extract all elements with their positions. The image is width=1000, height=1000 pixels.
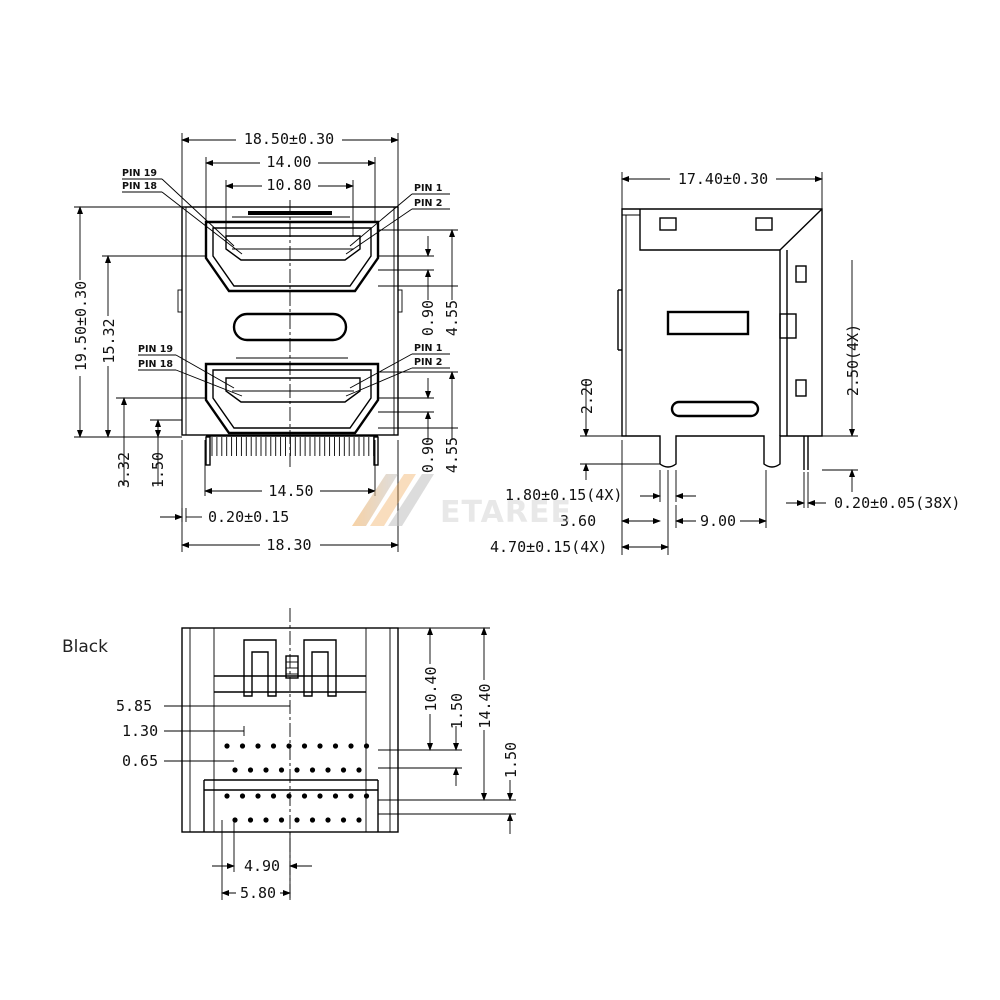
dim-pin-thickness: 0.20±0.15: [208, 508, 289, 526]
bottom-pin: [278, 817, 285, 823]
dim-overall-width: 18.50±0.30: [244, 130, 334, 148]
bottom-pin: [263, 767, 269, 773]
dim-bottom-pitch-a: 4.90: [244, 857, 280, 875]
dim-upper-depth: 4.55: [443, 300, 461, 336]
dim-height-upper: 15.32: [100, 318, 118, 363]
dim-side-peg-spacing: 9.00: [700, 512, 736, 530]
bottom-pin: [340, 767, 347, 773]
bottom-pin: [317, 793, 323, 799]
dim-lower-gap: 0.90: [419, 437, 437, 473]
dim-upper-gap: 0.90: [419, 300, 437, 336]
dim-side-pin-thk: 0.20±0.05(38X): [834, 494, 960, 512]
bottom-pin: [348, 793, 354, 799]
dim-bottom-total: 14.40: [476, 683, 494, 728]
bottom-pin: [224, 743, 230, 749]
front-view: 18.50±0.30 14.00 10.80 19.50±0.30 15.32 …: [71, 130, 461, 554]
dim-bottom-left-b: 1.30: [122, 722, 158, 740]
dim-side-depth: 17.40±0.30: [678, 170, 768, 188]
bottom-pin: [340, 817, 347, 823]
bottom-pin: [263, 817, 269, 823]
bottom-pin: [239, 793, 246, 799]
label-top-pin18: PIN 18: [122, 181, 157, 192]
bottom-pin: [286, 793, 292, 799]
side-view: 17.40±0.30 2.20 1.80±0.15(4X) 3.60 9.00 …: [490, 170, 960, 556]
label-bottom-pin19: PIN 19: [138, 344, 173, 355]
bottom-pin: [332, 743, 339, 749]
bottom-view: Black 5.85 1.30 0.65: [62, 608, 520, 902]
dim-side-tab-len: 2.50(4X): [844, 324, 862, 396]
bottom-pin: [255, 793, 261, 799]
dim-bottom-pitch-b: 5.80: [240, 884, 276, 902]
bottom-view-label: Black: [62, 637, 108, 657]
dim-bottom-left-c: 0.65: [122, 752, 158, 770]
bottom-pin-grid: [224, 743, 370, 823]
bottom-pin: [224, 793, 230, 799]
bottom-pin: [232, 767, 238, 773]
dim-height-total: 19.50±0.30: [72, 281, 90, 371]
bottom-pin: [363, 743, 370, 749]
label-top-pin2: PIN 2: [414, 198, 442, 209]
bottom-pin: [278, 767, 285, 773]
dim-side-tab-height: 2.20: [578, 378, 596, 414]
label-bottom-pin2: PIN 2: [414, 357, 442, 368]
bottom-pin: [294, 817, 300, 823]
dim-bottom-left-a: 5.85: [116, 697, 152, 715]
bottom-pin: [363, 793, 370, 799]
bottom-pin: [301, 743, 308, 749]
bottom-pin: [356, 767, 362, 773]
front-peg: [205, 436, 211, 466]
dim-side-peg-pitch: 4.70±0.15(4X): [490, 538, 607, 556]
bottom-pin: [301, 793, 308, 799]
bottom-pin: [356, 817, 362, 823]
bottom-pin: [286, 743, 292, 749]
label-bottom-pin18: PIN 18: [138, 359, 173, 370]
dim-side-peg-offset: 3.60: [560, 512, 596, 530]
dim-bottom-row-b: 1.50: [448, 693, 466, 729]
dim-standoff: 1.50: [149, 452, 167, 488]
bottom-pin: [232, 817, 238, 823]
watermark-text: ETAREE: [440, 495, 572, 530]
lower-hdmi-port: [204, 357, 380, 435]
dim-base-width: 18.30: [266, 536, 311, 554]
bottom-pin: [309, 767, 316, 773]
bottom-pin: [309, 817, 316, 823]
bottom-pin: [270, 793, 277, 799]
dim-inner-opening: 10.80: [266, 176, 311, 194]
bottom-pin: [317, 743, 323, 749]
bottom-pin: [332, 793, 339, 799]
bottom-pin: [239, 743, 246, 749]
bottom-pin: [270, 743, 277, 749]
dim-bottom-row-a: 10.40: [422, 666, 440, 711]
upper-hdmi-port: [204, 211, 380, 293]
dim-bottom-offset: 3.32: [115, 452, 133, 488]
dim-pin-span: 14.50: [268, 482, 313, 500]
bottom-pin: [325, 767, 331, 773]
bottom-pin: [247, 817, 254, 823]
front-pins: [205, 436, 379, 466]
bottom-pin: [348, 743, 354, 749]
label-bottom-pin1: PIN 1: [414, 343, 442, 354]
dim-bottom-row-c: 1.50: [502, 742, 520, 778]
bottom-pin: [255, 743, 261, 749]
label-top-pin1: PIN 1: [414, 183, 442, 194]
label-top-pin19: PIN 19: [122, 168, 157, 179]
dim-lower-depth: 4.55: [443, 437, 461, 473]
dim-side-peg-width: 1.80±0.15(4X): [505, 486, 622, 504]
dim-outer-opening: 14.00: [266, 153, 311, 171]
bottom-pin: [294, 767, 300, 773]
bottom-pin: [247, 767, 254, 773]
watermark: ETAREE: [352, 474, 572, 530]
bottom-pin: [325, 817, 331, 823]
front-peg: [373, 436, 379, 466]
